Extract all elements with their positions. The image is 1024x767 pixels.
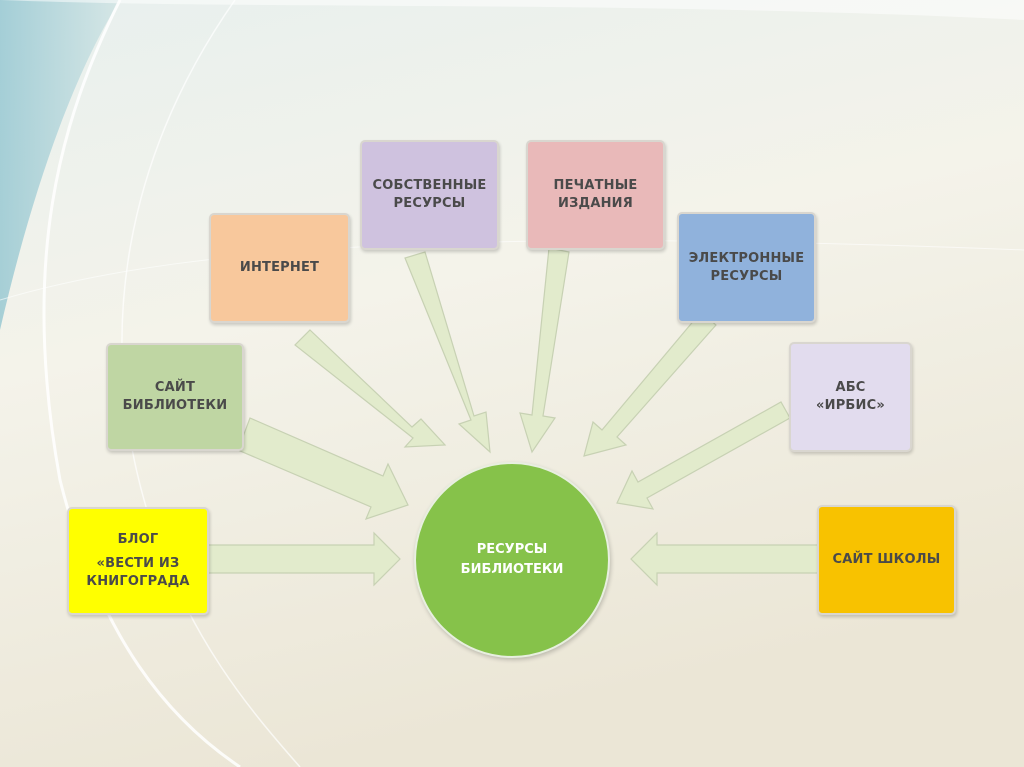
node-abs-irbis-line-1: АБС bbox=[835, 380, 866, 395]
arrow-internet bbox=[294, 329, 447, 448]
node-school-site: САЙТ ШКОЛЫ bbox=[817, 505, 956, 615]
node-printed-line-1: ПЕЧАТНЫЕ bbox=[553, 178, 638, 193]
arrow-school-site bbox=[630, 531, 819, 587]
node-printed: ПЕЧАТНЫЕ ИЗДАНИЯ bbox=[526, 140, 665, 250]
arrow-printed bbox=[519, 247, 570, 454]
node-electronic: ЭЛЕКТРОННЫЕ РЕСУРСЫ bbox=[677, 212, 816, 323]
node-blog-line-3: КНИГОГРАДА bbox=[86, 574, 190, 589]
arrow-blog bbox=[207, 531, 401, 587]
center-node-line-1: РЕСУРСЫ bbox=[476, 542, 548, 557]
node-abs-irbis: АБС «ИРБИС» bbox=[789, 342, 912, 452]
node-own-resources-line-1: СОБСТВЕННЫЕ bbox=[372, 178, 487, 193]
center-node-line-2: БИБЛИОТЕКИ bbox=[460, 562, 564, 577]
node-library-site: САЙТ БИБЛИОТЕКИ bbox=[106, 343, 244, 451]
node-blog-line-1: БЛОГ bbox=[117, 532, 159, 547]
node-electronic-line-1: ЭЛЕКТРОННЫЕ bbox=[688, 250, 805, 266]
arrow-abs-irbis bbox=[616, 401, 791, 510]
arrow-library-site bbox=[237, 417, 409, 520]
node-blog-line-2: «ВЕСТИ ИЗ bbox=[96, 556, 180, 571]
node-school-site-line-1: САЙТ ШКОЛЫ bbox=[832, 552, 941, 567]
node-internet-line-1: ИНТЕРНЕТ bbox=[239, 260, 320, 275]
node-library-site-line-1: САЙТ bbox=[154, 380, 196, 395]
node-abs-irbis-line-2: «ИРБИС» bbox=[816, 398, 885, 413]
node-own-resources-line-2: РЕСУРСЫ bbox=[393, 196, 466, 211]
node-printed-line-2: ИЗДАНИЯ bbox=[558, 196, 633, 211]
node-electronic-line-2: РЕСУРСЫ bbox=[710, 268, 783, 284]
node-blog: БЛОГ «ВЕСТИ ИЗ КНИГОГРАДА bbox=[67, 507, 209, 615]
node-internet: ИНТЕРНЕТ bbox=[209, 213, 350, 323]
arrow-own-resources bbox=[404, 251, 491, 454]
node-library-site-line-2: БИБЛИОТЕКИ bbox=[122, 398, 228, 413]
center-node: РЕСУРСЫ БИБЛИОТЕКИ bbox=[414, 462, 610, 658]
arrow-electronic bbox=[583, 311, 717, 457]
node-own-resources: СОБСТВЕННЫЕ РЕСУРСЫ bbox=[360, 140, 499, 250]
